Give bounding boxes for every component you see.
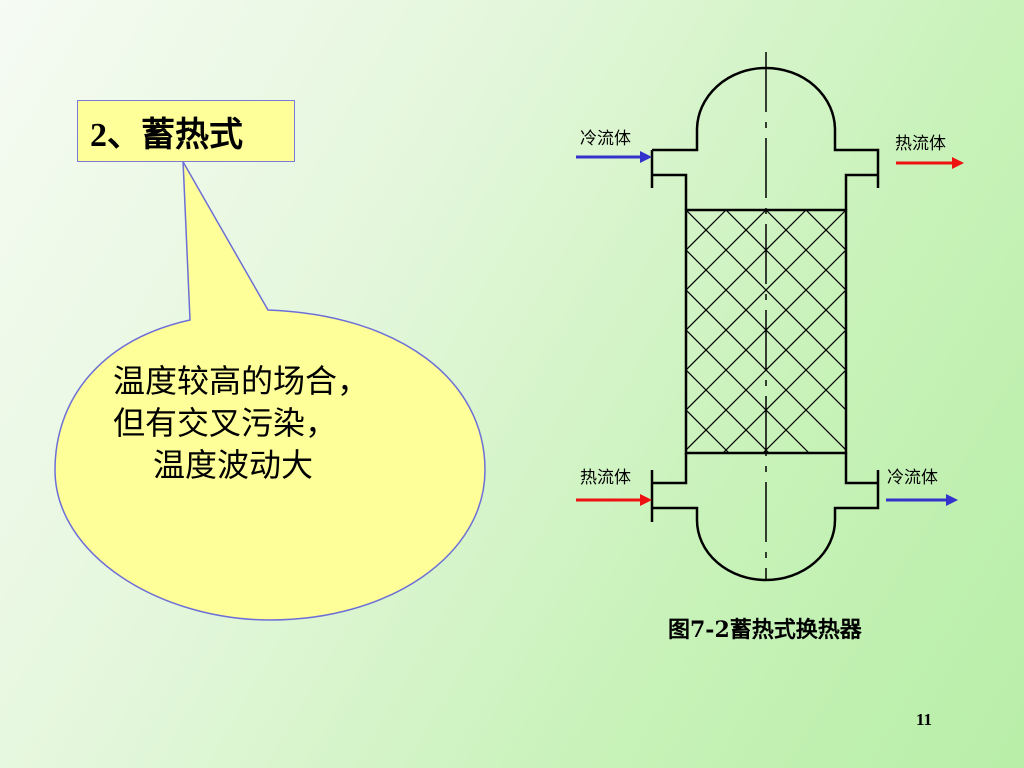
top-head	[650, 66, 880, 188]
slide-title-text: 2、蓄热式	[90, 116, 243, 154]
regenerator-diagram	[650, 52, 880, 582]
bottom-neck	[652, 453, 878, 485]
bubble-text: 温度较高的场合， 但有交叉污染， 温度波动大	[95, 360, 455, 486]
arrow-cold-out	[886, 494, 958, 506]
bottom-head	[650, 470, 880, 582]
bubble-line-3: 温度波动大	[153, 446, 314, 484]
label-bottom-right: 冷流体	[887, 468, 938, 488]
figure-caption: 图7-2蓄热式换热器	[668, 617, 862, 643]
bubble-line-1: 温度较高的场合，	[113, 362, 370, 400]
packing-lattice	[687, 211, 845, 452]
bubble-line-2: 但有交叉污染，	[113, 404, 338, 442]
arrow-cold-in	[576, 151, 652, 163]
label-top-left: 冷流体	[580, 129, 631, 149]
packed-bed	[684, 208, 848, 455]
slide-title: 2、蓄热式	[77, 100, 295, 162]
page-number: 11	[916, 710, 933, 729]
label-bottom-left: 热流体	[580, 468, 631, 488]
top-neck	[652, 173, 878, 210]
arrow-hot-in	[576, 494, 652, 506]
label-top-right: 热流体	[895, 134, 946, 154]
speech-bubble	[54, 159, 486, 621]
arrow-hot-out	[896, 157, 964, 169]
